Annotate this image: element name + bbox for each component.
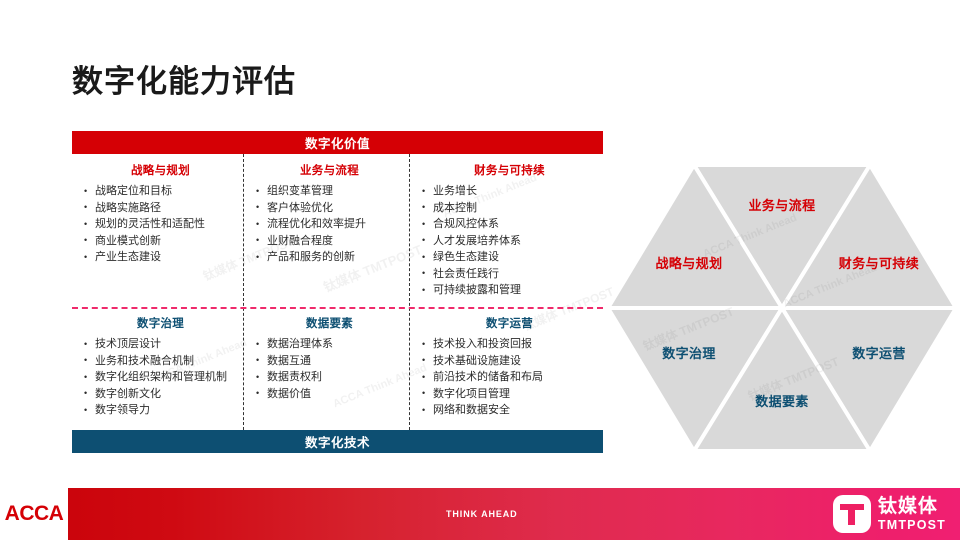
hexagon-svg: .seg { fill: #d9d9d9; stroke: #ffffff; s… xyxy=(604,161,960,455)
list-item: 数字化项目管理 xyxy=(422,385,597,403)
value-band: 数字化价值 xyxy=(72,131,603,154)
matrix-column-finance: 财务与可持续 业务增长 成本控制 合规风控体系 人才发展培养体系 绿色生态建设 … xyxy=(410,154,603,430)
matrix-column-strategy: 战略与规划 战略定位和目标 战略实施路径 规划的灵活性和适配性 商业模式创新 产… xyxy=(72,154,243,430)
tmtpost-name-cn: 钛媒体 xyxy=(877,495,938,517)
matrix-columns: 战略与规划 战略定位和目标 战略实施路径 规划的灵活性和适配性 商业模式创新 产… xyxy=(72,154,603,430)
list-item: 流程优化和效率提升 xyxy=(256,216,403,233)
list-item: 产业生态建设 xyxy=(84,249,237,266)
list-item: 业财融合程度 xyxy=(256,232,403,250)
list-item: 可持续披露和管理 xyxy=(422,282,597,299)
hexagon-diagram: .seg { fill: #d9d9d9; stroke: #ffffff; s… xyxy=(604,158,960,462)
cell-title: 数字治理 xyxy=(136,318,185,330)
matrix-cell-data-elements: 数据要素 数据治理体系 数据互通 数据责权利 数据价值 xyxy=(244,307,409,430)
list-item: 组织变革管理 xyxy=(256,183,403,200)
cell-title: 数据要素 xyxy=(305,318,354,330)
cell-title: 财务与可持续 xyxy=(474,165,545,177)
cell-item-list: 技术顶层设计 业务和技术融合机制 数字化组织架构和管理机制 数字创新文化 数字领… xyxy=(84,336,237,419)
list-item: 技术投入和投资回报 xyxy=(422,336,597,353)
list-item: 商业模式创新 xyxy=(84,232,237,250)
list-item: 人才发展培养体系 xyxy=(422,232,597,250)
hex-label-digital-operations: 数字运营 xyxy=(852,346,906,361)
list-item: 业务增长 xyxy=(422,183,597,200)
list-item: 战略实施路径 xyxy=(84,199,237,217)
list-item: 数据互通 xyxy=(256,352,403,370)
hex-label-finance-sustainability: 财务与可持续 xyxy=(839,256,919,271)
tech-band: 数字化技术 xyxy=(72,430,603,453)
list-item: 数字化组织架构和管理机制 xyxy=(84,369,237,386)
cell-item-list: 战略定位和目标 战略实施路径 规划的灵活性和适配性 商业模式创新 产业生态建设 xyxy=(84,183,237,266)
list-item: 前沿技术的储备和布局 xyxy=(422,369,597,386)
list-item: 网络和数据安全 xyxy=(422,402,597,419)
list-item: 客户体验优化 xyxy=(256,199,403,217)
hex-label-business-process: 业务与流程 xyxy=(748,198,815,213)
acca-logo-plate: ACCA xyxy=(0,488,68,540)
list-item: 战略定位和目标 xyxy=(84,183,237,200)
hex-segment-data-elements[interactable] xyxy=(690,304,874,453)
list-item: 成本控制 xyxy=(422,199,597,217)
cell-item-list: 业务增长 成本控制 合规风控体系 人才发展培养体系 绿色生态建设 社会责任践行 … xyxy=(422,183,597,299)
acca-logo-text: ACCA xyxy=(4,502,64,525)
tmtpost-logo: 钛媒体 TMTPOST xyxy=(832,488,946,540)
think-ahead-tagline: THINK AHEAD xyxy=(446,509,518,519)
tmtpost-t-icon xyxy=(832,495,871,533)
tmtpost-wordmark: 钛媒体 TMTPOST xyxy=(878,497,946,532)
tmtpost-name-en: TMTPOST xyxy=(877,517,946,532)
hex-label-strategy-planning: 战略与规划 xyxy=(655,256,722,271)
matrix-cell-digital-governance: 数字治理 技术顶层设计 业务和技术融合机制 数字化组织架构和管理机制 数字创新文… xyxy=(72,307,243,430)
tech-band-label: 数字化技术 xyxy=(304,436,370,450)
cell-item-list: 技术投入和投资回报 技术基础设施建设 前沿技术的储备和布局 数字化项目管理 网络… xyxy=(422,336,597,419)
list-item: 数据治理体系 xyxy=(256,336,403,353)
list-item: 数字领导力 xyxy=(84,402,237,419)
list-item: 绿色生态建设 xyxy=(422,249,597,266)
cell-item-list: 组织变革管理 客户体验优化 流程优化和效率提升 业财融合程度 产品和服务的创新 xyxy=(256,183,403,266)
footer-bar: ACCA THINK AHEAD 钛媒体 TMTPOST xyxy=(0,488,960,540)
list-item: 数据价值 xyxy=(256,385,403,403)
hex-label-digital-governance: 数字治理 xyxy=(662,346,716,361)
matrix-cell-digital-operations: 数字运营 技术投入和投资回报 技术基础设施建设 前沿技术的储备和布局 数字化项目… xyxy=(410,307,603,430)
matrix-split-divider xyxy=(72,307,603,309)
list-item: 社会责任践行 xyxy=(422,265,597,283)
list-item: 技术顶层设计 xyxy=(84,336,237,353)
cell-item-list: 数据治理体系 数据互通 数据责权利 数据价值 xyxy=(256,336,403,402)
list-item: 业务和技术融合机制 xyxy=(84,352,237,370)
list-item: 数据责权利 xyxy=(256,369,403,386)
matrix-column-business: 业务与流程 组织变革管理 客户体验优化 流程优化和效率提升 业财融合程度 产品和… xyxy=(243,154,410,430)
capability-matrix: 数字化价值 战略与规划 战略定位和目标 战略实施路径 规划的灵活性和适配性 商业… xyxy=(72,131,603,453)
cell-title: 业务与流程 xyxy=(300,165,359,177)
value-band-label: 数字化价值 xyxy=(304,137,370,151)
cell-title: 战略与规划 xyxy=(131,165,190,177)
matrix-cell-business-process: 业务与流程 组织变革管理 客户体验优化 流程优化和效率提升 业财融合程度 产品和… xyxy=(244,154,409,307)
cell-title: 数字运营 xyxy=(485,318,534,330)
matrix-cell-finance-sustainability: 财务与可持续 业务增长 成本控制 合规风控体系 人才发展培养体系 绿色生态建设 … xyxy=(410,154,603,307)
page-title: 数字化能力评估 xyxy=(72,64,296,99)
list-item: 规划的灵活性和适配性 xyxy=(84,216,237,233)
list-item: 合规风控体系 xyxy=(422,216,597,233)
list-item: 产品和服务的创新 xyxy=(256,249,403,266)
list-item: 数字创新文化 xyxy=(84,385,237,403)
list-item: 技术基础设施建设 xyxy=(422,352,597,370)
hex-label-data-elements: 数据要素 xyxy=(755,394,809,409)
matrix-cell-strategy-planning: 战略与规划 战略定位和目标 战略实施路径 规划的灵活性和适配性 商业模式创新 产… xyxy=(72,154,243,307)
